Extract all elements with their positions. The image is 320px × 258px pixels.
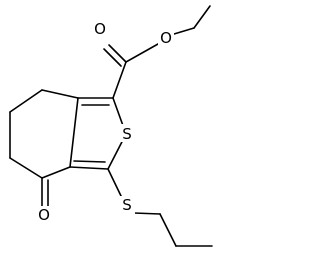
bond-s-ch2 <box>133 212 161 215</box>
bond-c4-c3a <box>41 166 71 179</box>
bond-ethyl-ch3-ch2 <box>193 5 211 29</box>
atom-labels: O O S S O <box>35 20 174 224</box>
atom-label-ketone-oxygen: O <box>38 206 50 224</box>
bond-c7-c6 <box>9 89 43 113</box>
bond-c7a-c7 <box>41 89 79 99</box>
bond-carbonyl-to-ring <box>112 61 127 99</box>
bond-carbonyl-double-b <box>103 48 122 67</box>
atom-label-thioether-sulfur: S <box>122 196 132 214</box>
chemical-structure-diagram: O O S S O <box>9 5 213 247</box>
bond-carbonyl-double-a <box>108 44 127 63</box>
atom-label-carbonyl-oxygen-ester: O <box>94 20 106 38</box>
bond-c3-c3a-double-b <box>73 160 106 163</box>
bond-c5-c4 <box>9 157 43 179</box>
bonds <box>9 5 213 247</box>
bond-c3a-c7a <box>69 97 79 168</box>
atom-label-ether-oxygen-ester: O <box>160 29 172 47</box>
bond-c3-c3a-double-a <box>69 166 109 170</box>
bond-o-carbonyl-carbon <box>125 43 159 63</box>
bond-ch2-ch2 <box>159 213 177 247</box>
bond-ethyl-ch2-o <box>173 27 195 35</box>
bond-c3-s-thioether <box>107 168 123 199</box>
atom-label-thiophene-sulfur: S <box>122 125 132 143</box>
